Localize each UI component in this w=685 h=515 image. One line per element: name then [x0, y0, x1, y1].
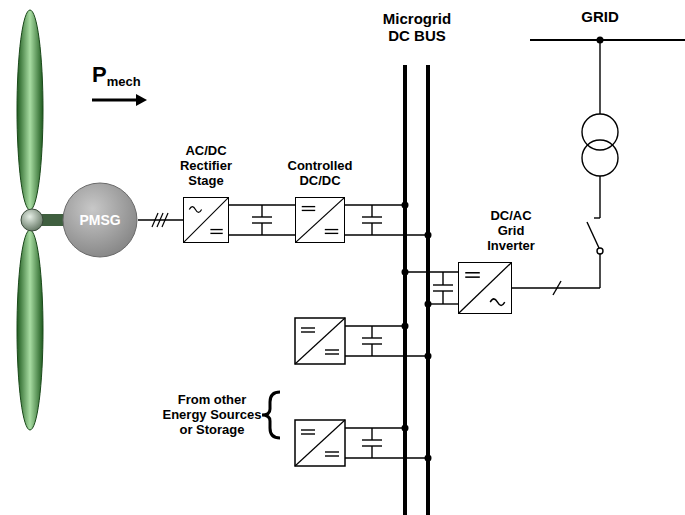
- power-arrowhead: [136, 94, 147, 106]
- dc-symbol: [325, 233, 338, 234]
- storage-converter: [295, 420, 432, 466]
- turbine-blade: [17, 230, 43, 430]
- wire-line: [229, 234, 295, 235]
- converter-heading: DC/AC Grid Inverter: [480, 209, 542, 254]
- converter-heading: AC/DC Rectifier Stage: [170, 144, 242, 189]
- wire-line: [405, 271, 458, 272]
- power-symbol: P: [92, 62, 107, 87]
- bus-bar: [426, 65, 430, 515]
- capacitor-symbol: [362, 205, 382, 235]
- sources-text: From other Energy Sources or Storage: [158, 393, 266, 438]
- power-label: Pmech: [92, 62, 141, 89]
- converter-symbol: [184, 198, 228, 242]
- sources-label: From other Energy Sources or Storage: [158, 393, 266, 438]
- power-arrow: [92, 99, 137, 102]
- generator-circle: PMSG: [62, 182, 138, 258]
- converter-heading: Controlled DC/DC: [280, 159, 360, 189]
- dc-symbol: [302, 206, 315, 207]
- inverter-converter: DC/AC Grid Inverter: [458, 209, 558, 314]
- generator-body: [63, 183, 137, 257]
- bus-heading: Microgrid DC BUS: [372, 10, 462, 45]
- junction-dot: [597, 37, 604, 44]
- turbine-shaft: [40, 214, 66, 226]
- generator-label: PMSG: [62, 182, 138, 258]
- dc-link-wire: [229, 205, 295, 235]
- storage-converter: [295, 318, 432, 364]
- dc-symbol: [325, 229, 338, 230]
- wire-line: [345, 204, 405, 205]
- grid-connection: [512, 40, 618, 295]
- ac-symbol: [490, 299, 505, 306]
- capacitor-symbol: [433, 272, 453, 304]
- converter-box: [458, 262, 512, 314]
- grid-label: GRID: [570, 8, 630, 25]
- wire-line: [229, 204, 295, 205]
- dc-symbol: [302, 210, 315, 211]
- brace-symbol: [262, 392, 280, 438]
- converter-diagonal: [459, 263, 511, 313]
- dcdc-converter: Controlled DC/DC: [280, 159, 360, 243]
- converter-symbol: [459, 263, 511, 313]
- converter-box: [295, 197, 345, 243]
- wire-line: [345, 234, 428, 235]
- ac-symbol: [189, 207, 201, 213]
- grid-text: GRID: [570, 8, 630, 25]
- turbine-blade: [17, 10, 43, 210]
- dc-symbol: [210, 229, 222, 230]
- dc-symbol: [465, 276, 480, 278]
- converter-diagonal: [296, 198, 344, 242]
- power-subscript: mech: [107, 74, 141, 89]
- wire-line: [428, 303, 458, 304]
- capacitor-symbol: [252, 205, 272, 235]
- converter-diagonal: [184, 198, 228, 242]
- rectifier-converter: AC/DC Rectifier Stage: [170, 144, 242, 243]
- converter-box: [183, 197, 229, 243]
- dc-symbol: [210, 233, 222, 234]
- bus-bar: [403, 65, 407, 515]
- turbine-hub: [21, 209, 43, 231]
- grid-line: [530, 39, 685, 41]
- dc-link-wire: [138, 220, 183, 221]
- dc-link-wire: [345, 202, 432, 239]
- wire-line: [138, 219, 183, 220]
- dc-symbol: [465, 272, 480, 274]
- converter-symbol: [296, 198, 344, 242]
